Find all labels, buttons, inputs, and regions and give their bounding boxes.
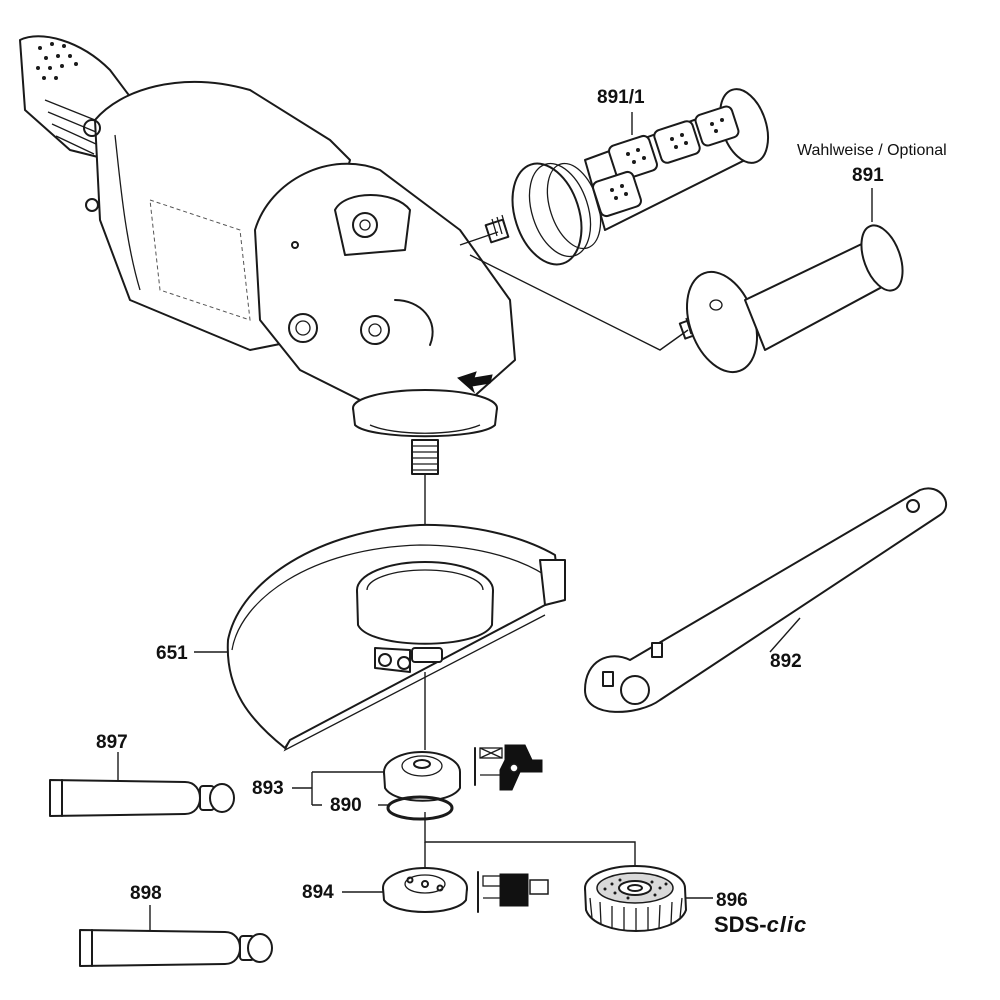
angle-grinder-body-icon	[19, 35, 516, 475]
label-898: 898	[130, 883, 162, 904]
mounting-pictogram-icon	[474, 744, 543, 791]
grease-tube-icon	[79, 929, 273, 967]
soft-grip-handle-icon	[484, 88, 769, 266]
label-892: 892	[770, 651, 802, 672]
mounting-flange-icon	[383, 751, 461, 802]
label-890: 890	[330, 795, 362, 816]
pin-spanner-icon	[584, 487, 947, 713]
label-893: 893	[252, 778, 284, 799]
side-handle-icon	[678, 224, 904, 374]
label-894: 894	[302, 882, 334, 903]
mounting-pictogram-icon	[477, 871, 549, 913]
grease-tube-icon	[49, 779, 235, 817]
clamping-nut-icon	[382, 867, 468, 913]
optional-note: Wahlweise / Optional	[797, 142, 947, 159]
o-ring-icon	[386, 795, 454, 821]
label-897: 897	[96, 732, 128, 753]
sds-prefix: SDS-	[714, 912, 767, 937]
sds-clic-label: SDS-clic	[714, 914, 807, 936]
wheel-guard-icon	[226, 523, 566, 752]
label-891-1: 891/1	[597, 87, 645, 108]
label-896: 896	[716, 890, 748, 911]
label-651: 651	[156, 643, 188, 664]
sds-quick-nut-icon	[584, 865, 687, 932]
label-891: 891	[852, 165, 884, 186]
clic-text: clic	[766, 912, 808, 937]
